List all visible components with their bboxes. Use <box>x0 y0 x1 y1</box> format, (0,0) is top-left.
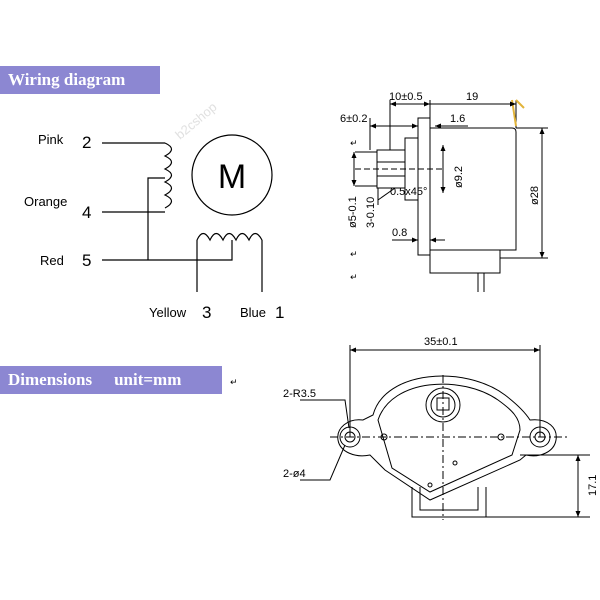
dim-0-8: 0.8 <box>392 227 407 239</box>
wire-pink-pin: 2 <box>82 133 91 152</box>
dim-6: 6±0.2 <box>340 113 367 125</box>
dim-17-1: 17.1 <box>587 475 599 496</box>
dimensions-banner: Dimensions unit=mm <box>0 366 222 394</box>
dimensions-title: Dimensions <box>8 370 93 389</box>
unit-label: unit=mm <box>114 370 182 389</box>
dim-10: 10±0.5 <box>389 91 423 103</box>
wire-yellow-label: Yellow <box>149 305 187 320</box>
wire-red <box>102 240 233 261</box>
side-view-arrows <box>351 101 545 258</box>
wire-yellow-pin: 3 <box>202 303 211 322</box>
dim-shaft: ø5-0.1 <box>347 196 359 228</box>
coil-b <box>196 232 263 242</box>
wire-red-label: Red <box>40 253 64 268</box>
dim-35: 35±0.1 <box>424 336 458 348</box>
wiring-diagram <box>102 134 273 292</box>
wire-orange-label: Orange <box>24 194 67 209</box>
dim-19: 19 <box>466 91 478 103</box>
top-view-arrows <box>350 347 581 517</box>
wire-blue-pin: 1 <box>275 303 284 322</box>
wiring-diagram-title: Wiring diagram <box>8 70 126 89</box>
return-mark-4: ↵ <box>230 378 238 388</box>
dim-3: 3-0.10 <box>365 197 377 228</box>
return-mark-1: ↵ <box>350 139 358 149</box>
dim-r3-5: 2-R3.5 <box>283 388 316 400</box>
motor-label: M <box>218 158 246 196</box>
watermark-group: b2cshop <box>172 99 219 142</box>
dim-hole: 2-ø4 <box>283 468 306 480</box>
wire-blue-label: Blue <box>240 305 266 320</box>
coil-a-tap <box>147 177 165 260</box>
side-view-drawing <box>353 100 548 292</box>
dim-1-6: 1.6 <box>450 113 465 125</box>
return-mark-3: ↵ <box>350 273 358 283</box>
wire-pink-label: Pink <box>38 132 64 147</box>
wiring-diagram-banner: Wiring diagram <box>0 66 160 94</box>
dim-28: ø28 <box>529 186 541 205</box>
dim-9-2: ø9.2 <box>453 166 465 188</box>
watermark: b2cshop <box>172 99 219 142</box>
wire-orange-pin: 4 <box>82 203 91 222</box>
motor-symbol <box>191 134 273 216</box>
dim-chamfer: 0.5x45° <box>390 186 427 198</box>
top-view-drawing <box>300 345 590 520</box>
return-mark-2: ↵ <box>350 250 358 260</box>
coil-a <box>163 142 173 209</box>
wire-red-pin: 5 <box>82 251 91 270</box>
